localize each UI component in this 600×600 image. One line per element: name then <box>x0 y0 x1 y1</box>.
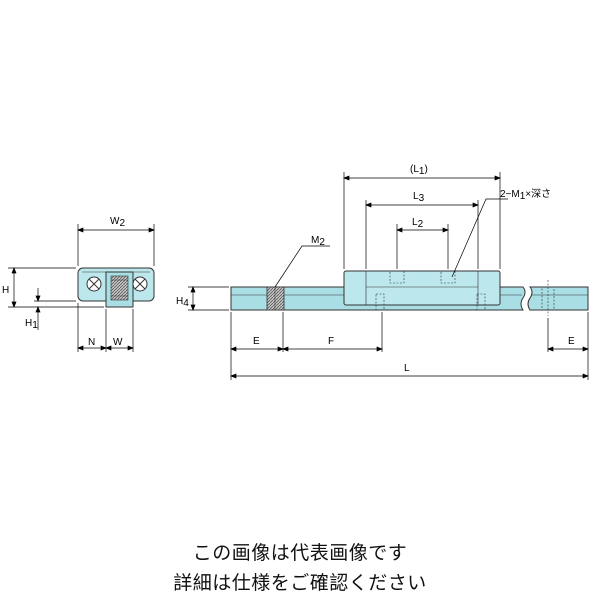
left-screw-icon <box>86 276 102 292</box>
dim-h-label: H <box>2 285 9 296</box>
rail-hidden-holes <box>375 280 555 316</box>
dim-w-label: W <box>113 337 123 348</box>
dim-e-left-label: E <box>253 336 260 347</box>
dim-e-right-label: E <box>568 336 575 347</box>
end-view-thread <box>110 275 129 301</box>
dim-n-label: N <box>88 337 95 348</box>
dim-l-label: L <box>404 363 410 374</box>
dim-l1-label: (L1) <box>410 164 428 177</box>
caption-representative-image: この画像は代表画像です <box>192 542 408 564</box>
side-view-block <box>343 270 501 306</box>
dim-l3-label: L3 <box>413 191 425 204</box>
m2-label: M2 <box>311 235 325 248</box>
dim-h1-label: H1 <box>25 318 38 331</box>
dim-l2-label: L2 <box>412 217 424 230</box>
side-view-rail-right <box>527 286 589 311</box>
dim-h4-label: H4 <box>176 296 189 309</box>
rail-mounting-hole-m2 <box>266 286 285 311</box>
dim-w2-label: W2 <box>110 216 125 229</box>
caption-check-specifications: 詳細は仕様をご確認ください <box>173 572 427 594</box>
dim-f-label: F <box>328 336 334 347</box>
m1-depth-label: 2−M1×深さ <box>500 188 551 202</box>
right-screw-icon <box>132 276 148 292</box>
side-view: H4 M2 (L1) L3 L2 <box>176 164 589 380</box>
end-view: W2 H H1 N W <box>2 216 155 352</box>
block-tapped-holes <box>389 270 456 284</box>
